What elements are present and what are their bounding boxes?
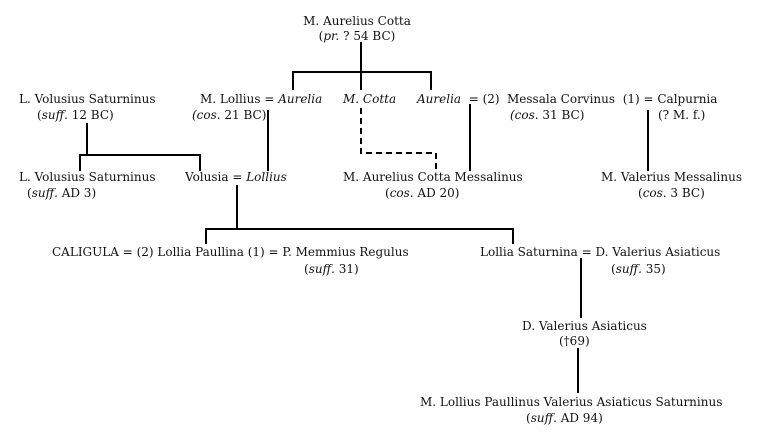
person-lollius: M. Lollius = Aurelia	[200, 92, 323, 106]
person-paullinus: M. Lollius Paullinus Valerius Asiaticus …	[420, 395, 723, 409]
person-cotta-messalinus-note: (cos. AD 20)	[385, 186, 460, 200]
person-cotta: M. Aurelius Cotta	[303, 14, 411, 28]
person-mcotta: M. Cotta	[343, 92, 397, 106]
person-regulus-note: (suff. 31)	[304, 262, 359, 276]
person-asiaticus-note: (suff. 35)	[611, 262, 666, 276]
person-asiaticus-son-note: (†69)	[559, 334, 590, 348]
person-volusius2: L. Volusius Saturninus	[19, 170, 156, 184]
person-paullina-line: CALIGULA = (2) Lollia Paullina (1) = P. …	[52, 245, 409, 259]
person-valerius-messalinus-note: (cos. 3 BC)	[638, 186, 705, 200]
person-cotta-note: (pr. ? 54 BC)	[318, 29, 396, 43]
line-mcotta-adoption-dashed	[360, 108, 437, 171]
person-asiaticus-son: D. Valerius Asiaticus	[522, 319, 647, 333]
person-volusia: Volusia = Lollius	[185, 170, 287, 184]
person-volusius2-note: (suff. AD 3)	[27, 186, 97, 200]
person-valerius-messalinus: M. Valerius Messalinus	[601, 170, 742, 184]
person-calpurnia-note: (? M. f.)	[658, 108, 706, 122]
person-volusius-note: (suff. 12 BC)	[37, 108, 114, 122]
person-messala: Messala Corvinus (1) = Calpurnia	[507, 92, 718, 106]
person-messala-note: (cos. 31 BC)	[510, 108, 585, 122]
person-aurelia2: Aurelia = (2)	[417, 92, 500, 106]
person-volusius: L. Volusius Saturninus	[19, 92, 156, 106]
person-saturnina-line: Lollia Saturnina = D. Valerius Asiaticus	[480, 245, 721, 259]
person-lollius-note: (cos. 21 BC)	[192, 108, 267, 122]
person-paullinus-note: (suff. AD 94)	[526, 411, 603, 425]
person-cotta-messalinus: M. Aurelius Cotta Messalinus	[343, 170, 523, 184]
